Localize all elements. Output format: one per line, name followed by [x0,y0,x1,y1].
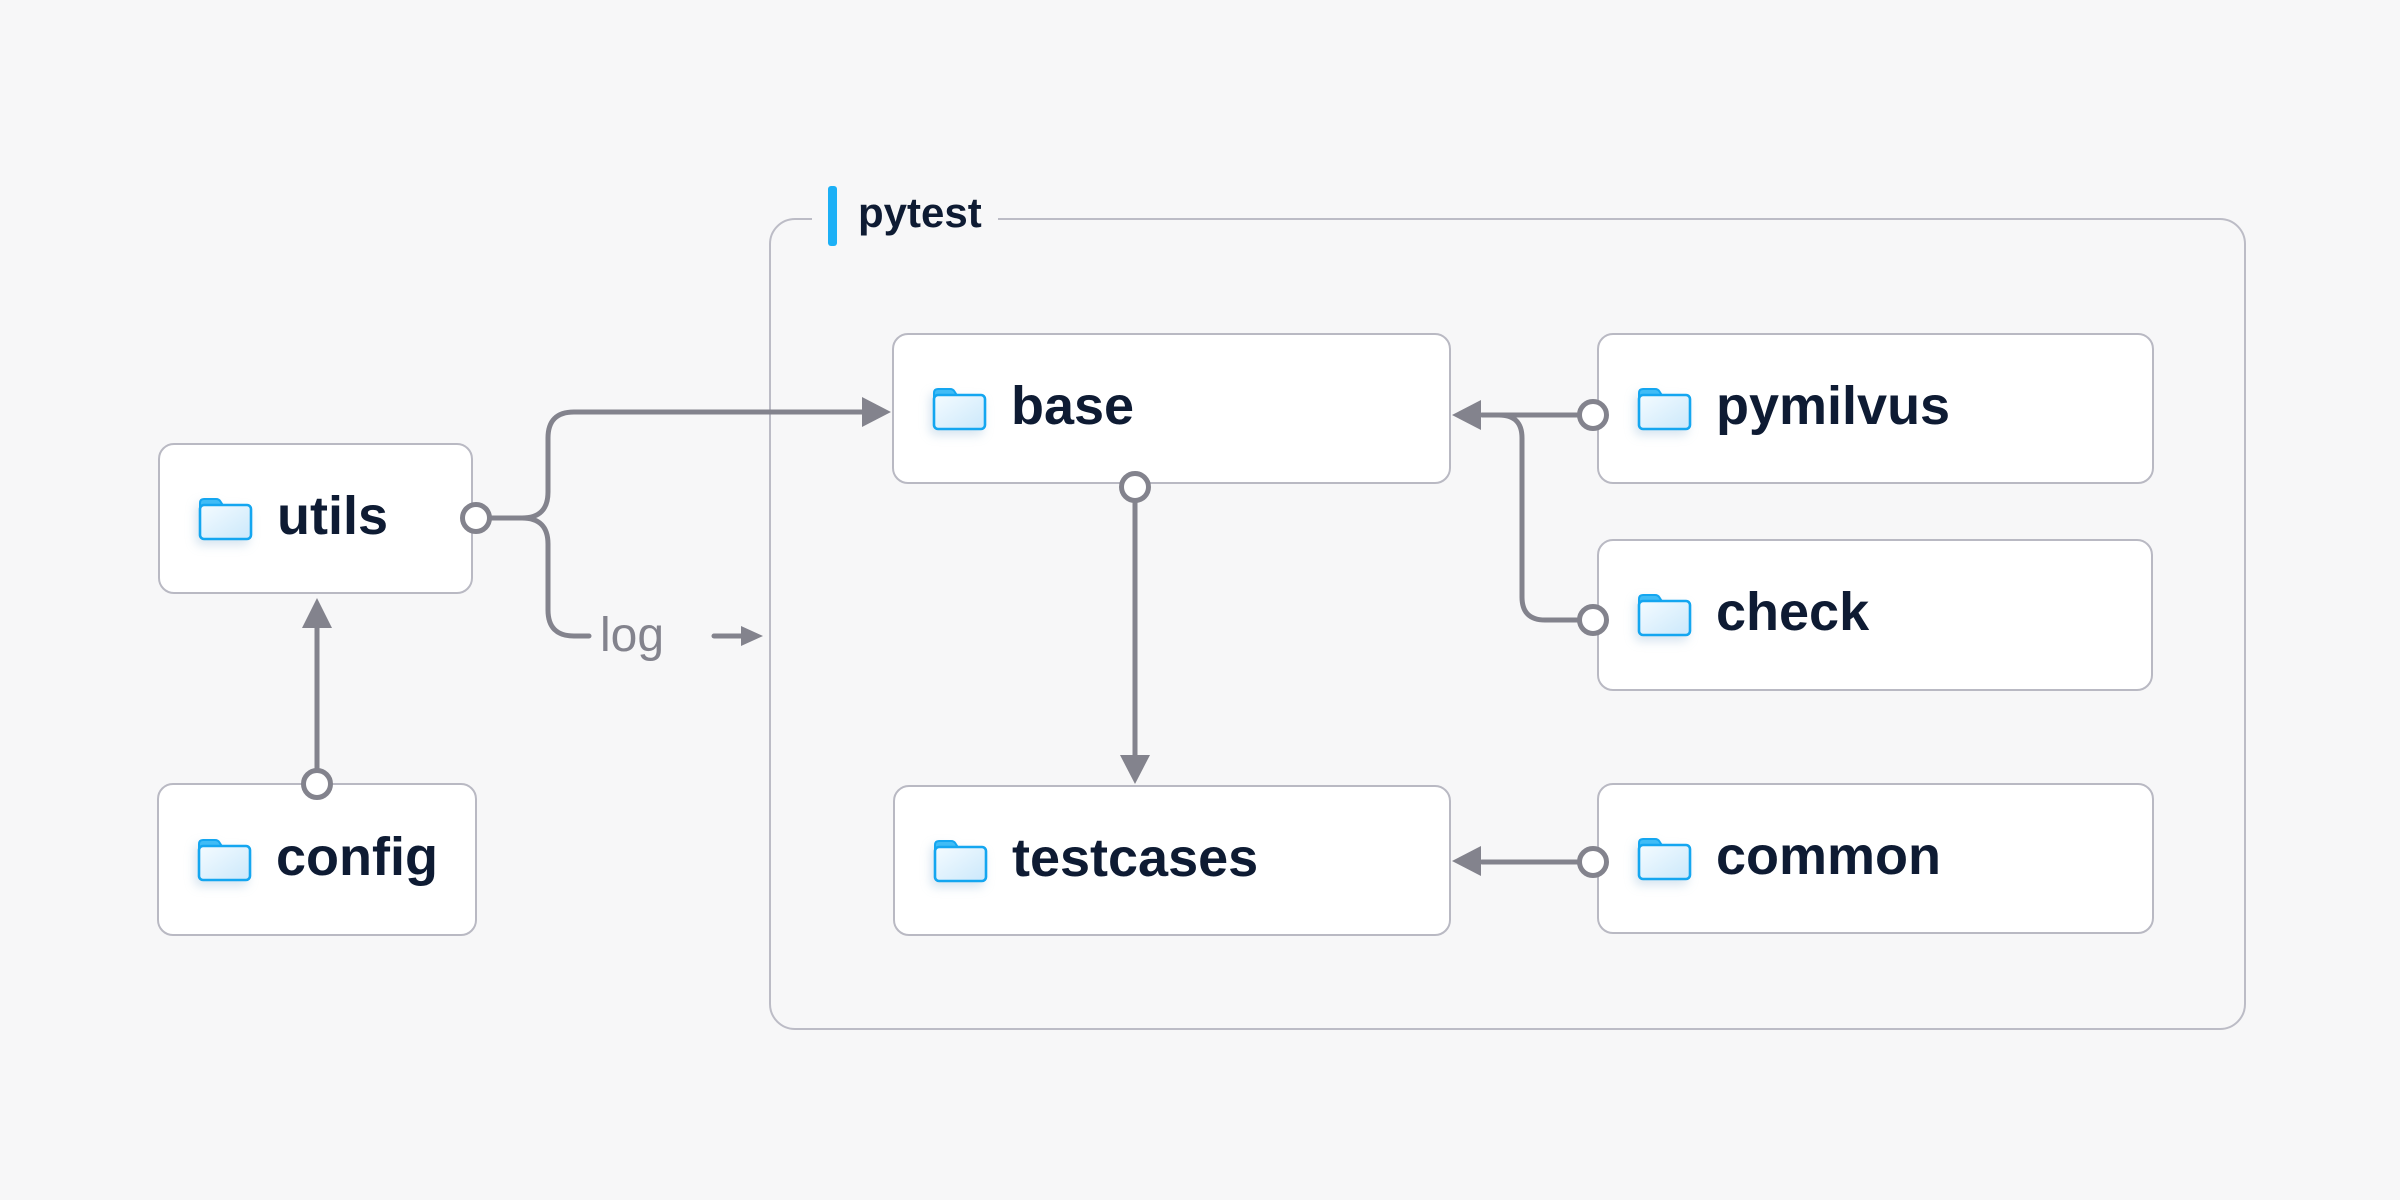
log-edge-label: log [600,609,665,662]
folder-icon [933,839,988,882]
node-label: config [276,826,438,887]
node-utils: utils [158,443,473,594]
pytest-group-box [769,218,2246,1030]
accent-bar-icon [828,186,837,246]
folder-icon [1637,837,1692,880]
pytest-group-label: pytest [812,183,998,249]
arrowhead-log-icon [741,626,763,646]
node-label: common [1716,825,1942,886]
pytest-group-title: pytest [858,189,982,236]
arrowhead-into-utils-bottom [302,598,332,628]
folder-icon [198,497,253,540]
node-common: common [1597,783,2154,934]
folder-icon [197,838,252,881]
node-check: check [1597,539,2153,691]
node-base: base [892,333,1451,484]
node-pymilvus: pymilvus [1597,333,2154,484]
node-label: testcases [1012,827,1259,888]
node-testcases: testcases [893,785,1451,936]
node-label: base [1011,375,1135,436]
folder-icon [1637,594,1692,637]
node-label: check [1716,582,1870,642]
node-label: pymilvus [1716,375,1951,436]
node-config: config [157,783,477,936]
edge-utils-to-log [519,515,592,639]
folder-icon [1637,387,1692,430]
folder-icon [932,387,987,430]
node-label: utils [277,485,389,546]
